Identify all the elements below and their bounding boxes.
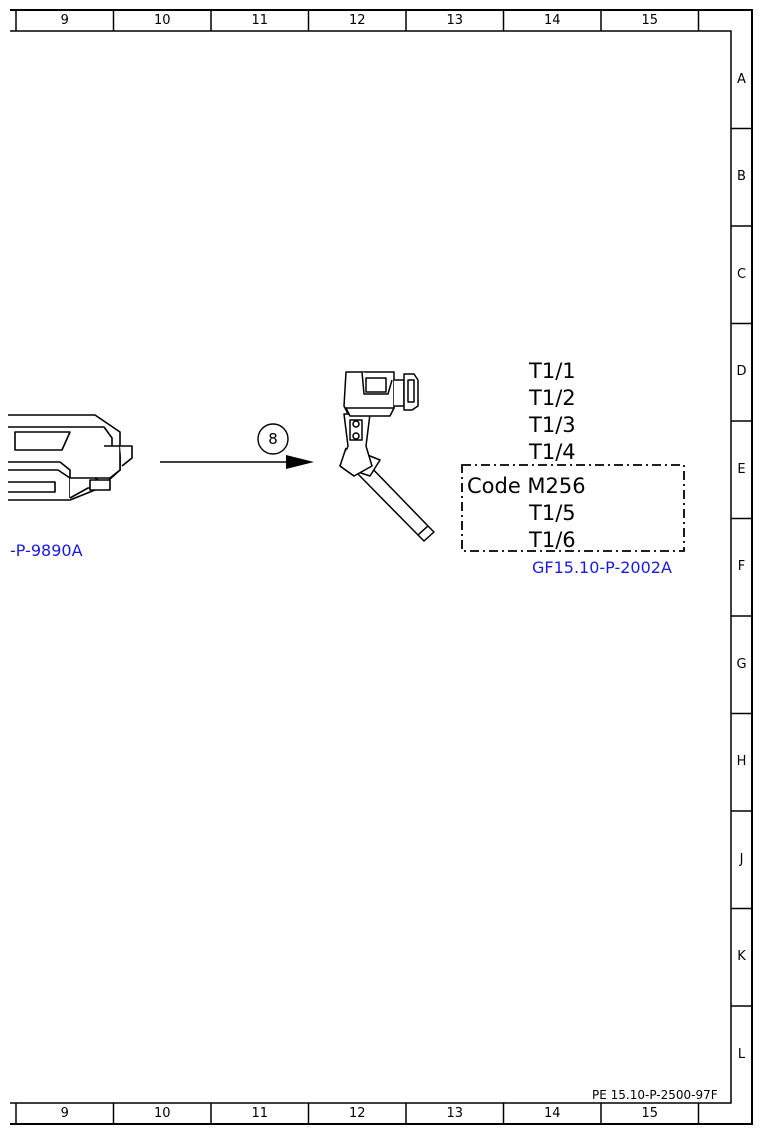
terminal-label-3: T1/3: [529, 413, 576, 437]
code-box-outline: [461, 464, 685, 552]
callout-circle: [257, 423, 289, 455]
column-label: 10: [153, 1106, 171, 1121]
row-label: J: [739, 851, 744, 867]
column-label: 9: [60, 13, 69, 28]
row-label: A: [737, 71, 746, 87]
sensor-drawing: [339, 371, 435, 542]
column-label: 11: [251, 1106, 269, 1121]
row-label: F: [737, 559, 746, 575]
column-label: 14: [543, 13, 561, 28]
row-label: C: [736, 266, 747, 282]
terminal-label-5: T1/5: [529, 501, 576, 525]
right-part-reference-link[interactable]: GF15.10-P-2002A: [532, 558, 672, 577]
row-label: G: [736, 656, 747, 672]
row-label: B: [737, 169, 746, 185]
column-label: 11: [251, 13, 269, 28]
row-label: D: [736, 364, 747, 380]
terminal-label-2: T1/2: [529, 386, 576, 410]
column-label: 15: [641, 1106, 659, 1121]
column-label: 9: [60, 1106, 69, 1121]
terminal-label-4: T1/4: [529, 440, 576, 464]
left-part-reference-link[interactable]: -P-9890A: [10, 541, 83, 560]
column-label: 15: [641, 13, 659, 28]
drawing-number: PE 15.10-P-2500-97F: [592, 1088, 718, 1102]
column-label: 12: [348, 13, 366, 28]
code-label: Code M256: [467, 474, 586, 498]
control-module-drawing: [8, 414, 133, 501]
column-label: 10: [153, 13, 171, 28]
callout-number: 8: [268, 430, 278, 448]
column-label: 14: [543, 1106, 561, 1121]
row-label: K: [737, 949, 746, 965]
row-label: H: [736, 754, 747, 770]
column-label: 12: [348, 1106, 366, 1121]
column-label: 13: [446, 1106, 464, 1121]
terminal-label-6: T1/6: [529, 528, 576, 552]
connection-arrow: [160, 455, 314, 469]
terminal-label-1: T1/1: [529, 359, 576, 383]
row-label: E: [737, 461, 746, 477]
column-label: 13: [446, 13, 464, 28]
row-label: L: [737, 1046, 746, 1062]
